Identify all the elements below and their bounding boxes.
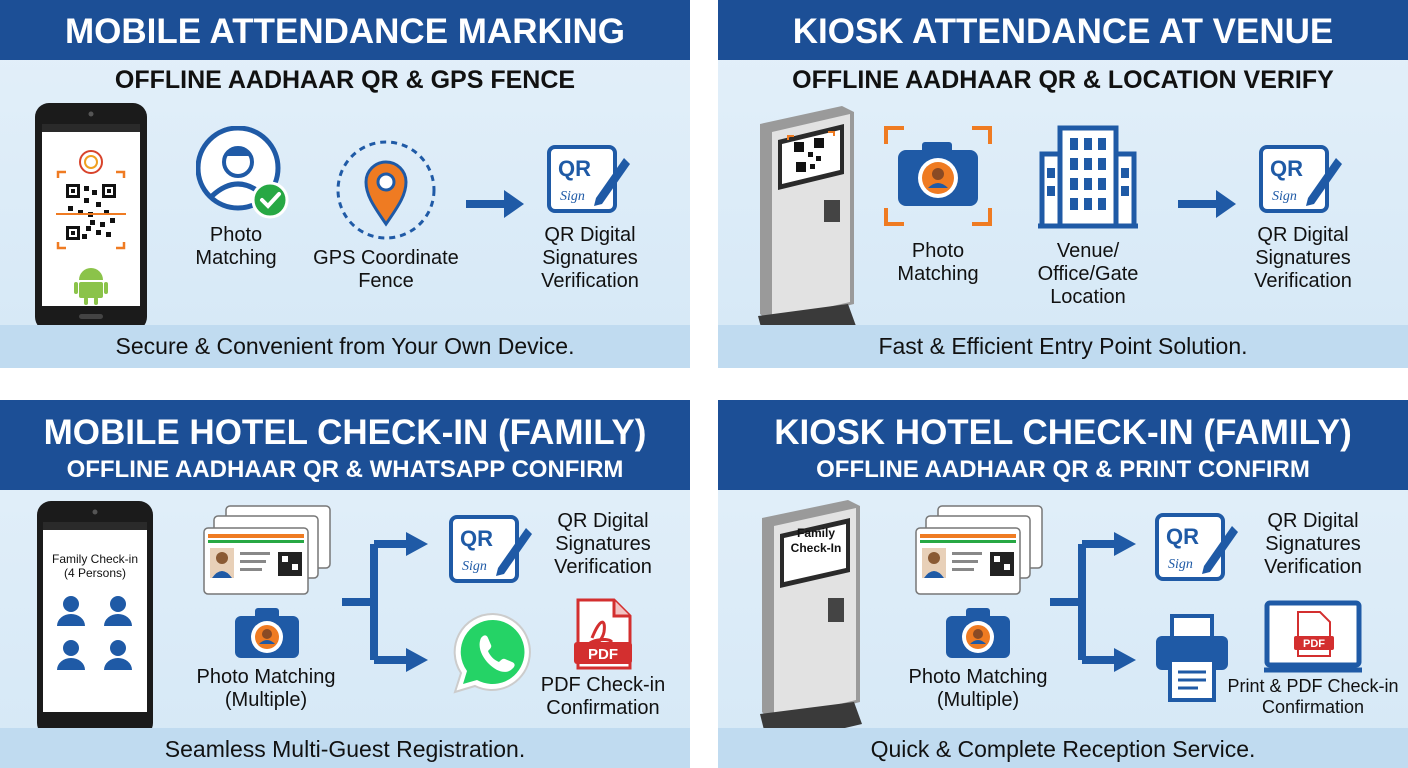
kiosk-attendance-panel: KIOSK ATTENDANCE AT VENUE OFFLINE AADHAA…	[718, 0, 1408, 368]
qr-verify-label: QR Digital Signatures Verification	[541, 224, 639, 292]
branch-arrow-icon	[1048, 528, 1140, 678]
photo-matching-label: Photo Matching	[195, 224, 277, 269]
panel-title: KIOSK HOTEL CHECK-IN (FAMILY)	[774, 413, 1352, 452]
photo-matching-label: Photo Matching (Multiple)	[196, 666, 336, 711]
panel-subtitle: OFFLINE AADHAAR QR & PRINT CONFIRM	[816, 456, 1310, 483]
smartphone-icon	[34, 102, 148, 332]
photo-matching-label: Photo Matching	[897, 240, 979, 285]
qr-signature-icon: QR Sign	[1258, 144, 1344, 214]
qr-verify-label: QR Digital Signatures Verification	[554, 510, 652, 578]
panel-subtitle: OFFLINE AADHAAR QR & GPS FENCE	[114, 66, 576, 94]
photo-matching-label: Photo Matching (Multiple)	[908, 666, 1048, 711]
svg-text:QR: QR	[460, 526, 493, 551]
gps-fence-label: GPS Coordinate Fence	[313, 247, 459, 292]
kiosk-icon	[752, 104, 862, 354]
smartphone-icon	[36, 500, 154, 740]
kiosk-screen-text: Family Check-In	[790, 526, 842, 555]
camera-photo-icon	[882, 124, 994, 228]
gps-fence-icon	[334, 138, 438, 242]
pdf-monitor-icon: PDF	[1264, 600, 1362, 674]
panel-header: MOBILE HOTEL CHECK-IN (FAMILY) OFFLINE A…	[0, 400, 690, 490]
printer-icon	[1154, 614, 1230, 702]
panel-title: MOBILE ATTENDANCE MARKING	[0, 0, 690, 60]
svg-text:QR: QR	[558, 156, 591, 181]
panel-footer: Fast & Efficient Entry Point Solution.	[718, 325, 1408, 368]
branch-arrow-icon	[340, 528, 432, 678]
camera-photo-icon	[944, 606, 1012, 660]
qr-signature-icon: QR Sign	[448, 514, 534, 584]
panel-title: MOBILE HOTEL CHECK-IN (FAMILY)	[43, 413, 647, 452]
svg-text:PDF: PDF	[588, 646, 618, 663]
panel-footer: Seamless Multi-Guest Registration.	[0, 728, 690, 768]
panel-header: KIOSK HOTEL CHECK-IN (FAMILY) OFFLINE AA…	[718, 400, 1408, 490]
qr-verify-label: QR Digital Signatures Verification	[1264, 510, 1362, 578]
aadhaar-cards-icon	[914, 504, 1046, 598]
phone-screen-text: Family Check-in (4 Persons)	[51, 552, 138, 580]
qr-signature-icon: QR Sign	[546, 144, 632, 214]
panel-title: KIOSK ATTENDANCE AT VENUE	[718, 0, 1408, 60]
panel-footer: Secure & Convenient from Your Own Device…	[0, 325, 690, 368]
panel-subtitle: OFFLINE AADHAAR QR & LOCATION VERIFY	[792, 66, 1334, 94]
qr-verify-label: QR Digital Signatures Verification	[1254, 224, 1352, 292]
svg-text:Sign: Sign	[1168, 557, 1193, 572]
svg-text:Sign: Sign	[1272, 189, 1297, 204]
panel-footer: Quick & Complete Reception Service.	[718, 728, 1408, 768]
venue-location-label: Venue/ Office/Gate Location	[1037, 240, 1139, 308]
mobile-attendance-panel: MOBILE ATTENDANCE MARKING OFFLINE AADHAA…	[0, 0, 690, 368]
svg-text:QR: QR	[1166, 524, 1199, 549]
mobile-hotel-panel: MOBILE HOTEL CHECK-IN (FAMILY) OFFLINE A…	[0, 400, 690, 768]
panel-subtitle: OFFLINE AADHAAR QR & WHATSAPP CONFIRM	[66, 456, 624, 483]
svg-text:Sign: Sign	[462, 559, 487, 574]
svg-text:QR: QR	[1270, 156, 1303, 181]
office-building-icon	[1036, 124, 1140, 230]
arrow-right-icon	[1178, 190, 1238, 218]
svg-text:Sign: Sign	[560, 189, 585, 204]
svg-text:PDF: PDF	[1303, 638, 1325, 650]
pdf-file-icon: PDF	[574, 598, 632, 670]
qr-signature-icon: QR Sign	[1154, 512, 1240, 582]
face-verified-icon	[196, 126, 292, 222]
arrow-right-icon	[466, 190, 526, 218]
camera-photo-icon	[233, 606, 301, 660]
kiosk-hotel-panel: KIOSK HOTEL CHECK-IN (FAMILY) OFFLINE AA…	[718, 400, 1408, 768]
kiosk-icon	[754, 498, 870, 750]
whatsapp-icon	[450, 610, 536, 696]
aadhaar-cards-icon	[202, 504, 334, 598]
pdf-confirm-label: PDF Check-in Confirmation	[540, 674, 666, 719]
print-pdf-confirm-label: Print & PDF Check-in Confirmation	[1227, 676, 1399, 717]
